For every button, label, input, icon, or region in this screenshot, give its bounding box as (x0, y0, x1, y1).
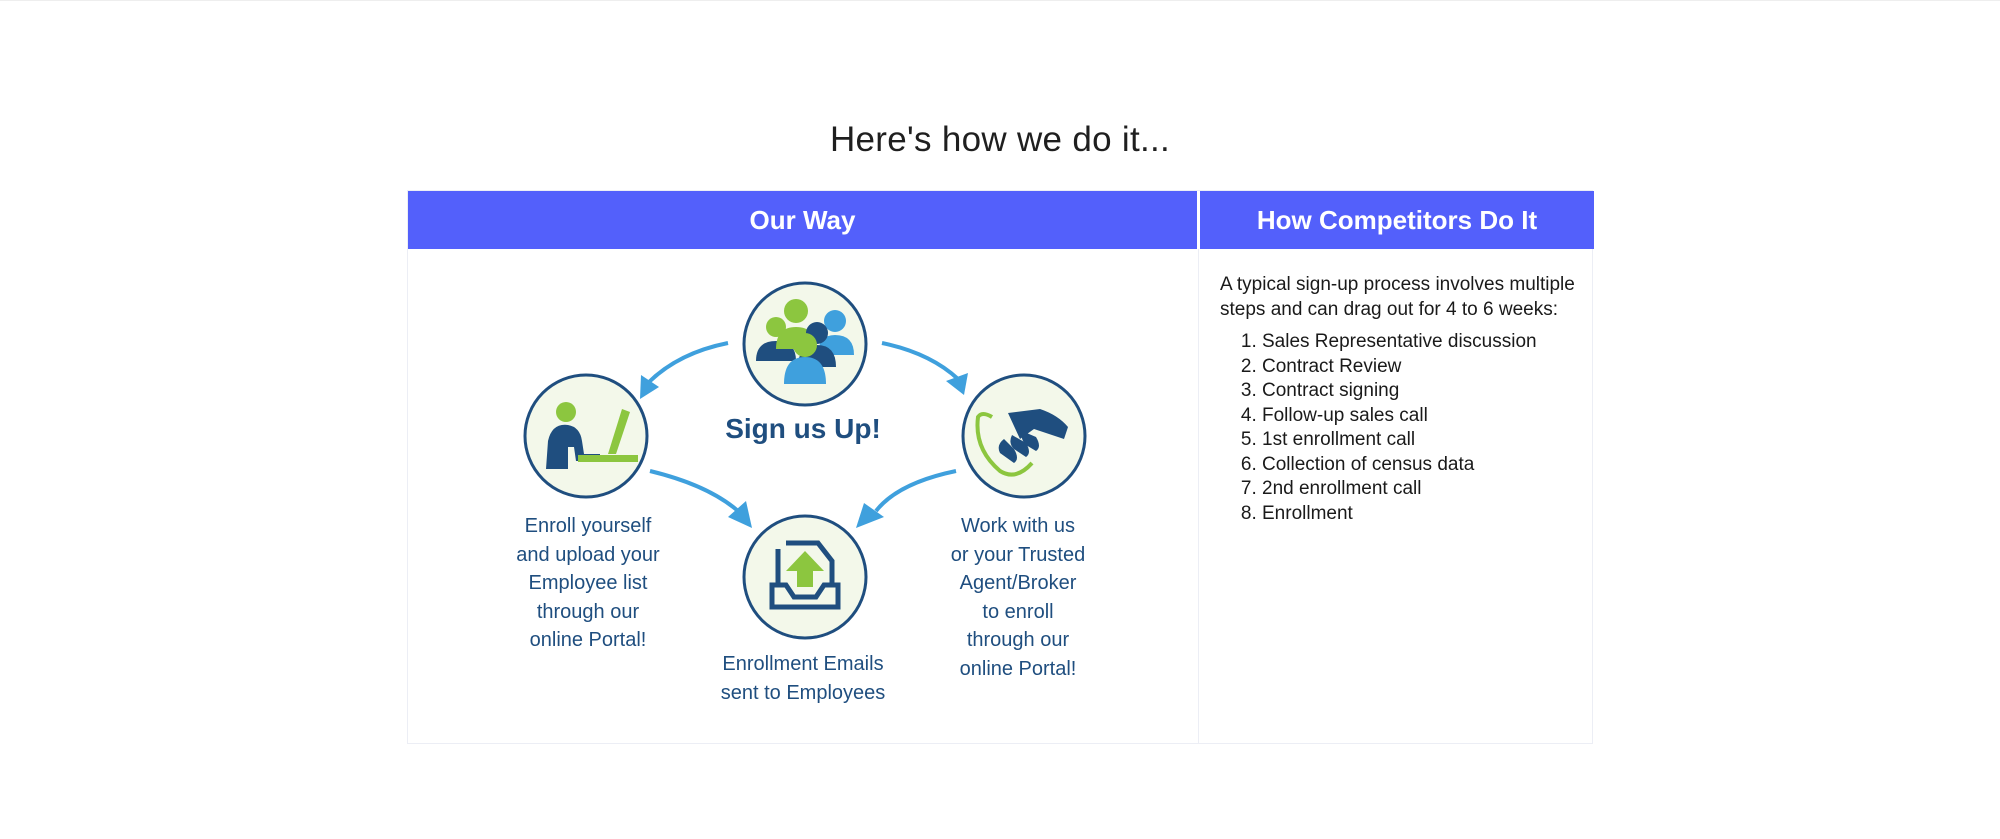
enroll-caption: Enroll yourself and upload your Employee… (493, 512, 683, 655)
top-divider (0, 0, 2000, 1)
handshake-icon (961, 373, 1087, 499)
work-caption-line: to enroll (982, 600, 1054, 623)
comparison-table: Our Way How Competitors Do It (407, 190, 1594, 744)
list-item: 2nd enrollment call (1262, 477, 1580, 502)
column-divider (1198, 249, 1199, 743)
enroll-caption-line: and upload your (516, 543, 660, 566)
competitor-steps-list: Sales Representative discussion Contract… (1220, 330, 1580, 526)
enroll-caption-line: Employee list (528, 572, 648, 594)
emails-caption: Enrollment Emails sent to Employees (698, 650, 908, 707)
process-diagram: Sign us Up! Enroll yourself and upload y… (408, 249, 1197, 743)
competitors-panel: A typical sign-up process involves multi… (1220, 273, 1580, 526)
process-diagram-graphic (523, 281, 1087, 640)
list-item: Collection of census data (1262, 453, 1580, 478)
page-heading: Here's how we do it... (829, 120, 1171, 159)
sign-up-label: Sign us Up! (725, 413, 881, 444)
work-caption-line: through our (966, 629, 1070, 651)
enroll-caption-line: online Portal! (529, 629, 647, 651)
group-icon (742, 281, 868, 407)
work-caption-line: online Portal! (959, 657, 1077, 680)
our-way-header: Our Way (408, 191, 1197, 249)
list-item: Contract Review (1262, 355, 1580, 380)
work-caption-line: or your Trusted (950, 543, 1086, 566)
enroll-caption-line: through our (536, 600, 640, 623)
list-item: Sales Representative discussion (1262, 330, 1580, 355)
arrow-work-to-emails (856, 469, 957, 528)
work-caption: Work with us or your Trusted Agent/Broke… (928, 512, 1108, 683)
arrow-signup-to-work (881, 341, 968, 395)
competitors-header: How Competitors Do It (1200, 191, 1594, 249)
inbox-upload-icon (742, 514, 868, 640)
arrow-signup-to-enroll (640, 341, 729, 399)
header-divider (1197, 191, 1200, 249)
emails-caption-line: Enrollment Emails (722, 653, 884, 675)
work-caption-line: Agent/Broker (959, 572, 1077, 594)
enroll-caption-line: Enroll yourself (524, 515, 652, 537)
emails-caption-line: sent to Employees (720, 681, 886, 704)
list-item: 1st enrollment call (1262, 428, 1580, 453)
competitors-intro: A typical sign-up process involves multi… (1220, 274, 1575, 320)
list-item: Enrollment (1262, 502, 1580, 527)
work-caption-line: Work with us (960, 515, 1076, 537)
list-item: Contract signing (1262, 379, 1580, 404)
list-item: Follow-up sales call (1262, 404, 1580, 429)
arrow-enroll-to-emails (649, 469, 752, 528)
computer-user-icon (523, 373, 649, 499)
